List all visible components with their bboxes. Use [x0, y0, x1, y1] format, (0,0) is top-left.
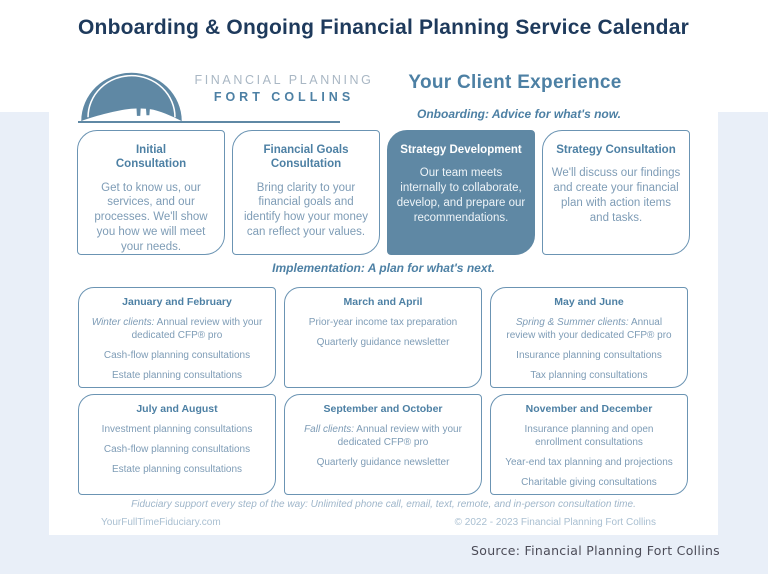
source-caption: Source: Financial Planning Fort Collins	[471, 543, 720, 558]
step-title: Strategy Development	[400, 144, 522, 156]
infographic-card: Onboarding & Ongoing Financial Planning …	[49, 0, 718, 535]
month-item: Charitable giving consultations	[521, 477, 657, 488]
month-title: January and February	[122, 296, 232, 308]
brand-name-line2: FORT COLLINS	[213, 90, 355, 104]
month-title: November and December	[525, 403, 653, 415]
step-title: Financial Goals Consultation	[263, 144, 349, 171]
month-item: Investment planning consultations	[101, 424, 253, 435]
brand-underline	[78, 121, 340, 123]
month-item: Winter clients: Annual review with your …	[91, 317, 263, 341]
step-body: Get to know us, our services, and our pr…	[94, 181, 208, 253]
step-title: Strategy Consultation	[556, 144, 676, 156]
onboarding-caption: Onboarding: Advice for what's now.	[417, 107, 621, 121]
step-body: Our team meets internally to collaborate…	[396, 167, 526, 224]
month-item: Cash-flow planning consultations	[103, 350, 251, 361]
month-box-september-october: September and October Fall clients: Annu…	[284, 394, 482, 495]
step-box-financial-goals-consultation: Financial Goals Consultation Bring clari…	[232, 130, 380, 255]
month-item: Quarterly guidance newsletter	[316, 337, 450, 348]
website-link[interactable]: YourFullTimeFiduciary.com	[101, 517, 221, 528]
month-item: Year-end tax planning and projections	[505, 457, 673, 468]
client-experience-heading: Your Client Experience	[408, 72, 622, 93]
implementation-caption: Implementation: A plan for what's next.	[272, 261, 495, 275]
brand-name-line1: FINANCIAL PLANNING	[194, 73, 374, 87]
brand-wordmark: FINANCIAL PLANNING FORT COLLINS	[178, 73, 390, 104]
step-body: Bring clarity to your financial goals an…	[243, 181, 368, 238]
month-box-january-february: January and February Winter clients: Ann…	[78, 287, 276, 388]
month-item: Fall clients: Annual review with your de…	[304, 424, 462, 448]
month-item: Spring & Summer clients: Annual review w…	[506, 317, 672, 341]
month-title: May and June	[554, 296, 624, 308]
month-item: Insurance planning and open enrollment c…	[524, 424, 654, 448]
page-title: Onboarding & Ongoing Financial Planning …	[78, 16, 689, 39]
step-body: We'll discuss our findings and create yo…	[551, 167, 681, 224]
month-box-march-april: March and April Prior-year income tax pr…	[284, 287, 482, 388]
months-grid: January and February Winter clients: Ann…	[74, 287, 692, 495]
month-box-may-june: May and June Spring & Summer clients: An…	[490, 287, 688, 388]
month-title: September and October	[323, 403, 443, 415]
step-box-strategy-development: Strategy Development Our team meets inte…	[387, 130, 535, 255]
copyright-text: © 2022 - 2023 Financial Planning Fort Co…	[454, 517, 656, 528]
month-title: July and August	[136, 403, 218, 415]
step-title: Initial Consultation	[115, 144, 187, 171]
month-item: Tax planning consultations	[530, 370, 648, 381]
step-box-initial-consultation: Initial Consultation Get to know us, our…	[77, 130, 225, 255]
onboarding-steps-row: Initial Consultation Get to know us, our…	[49, 130, 718, 255]
month-item: Prior-year income tax preparation	[308, 317, 458, 328]
month-item: Insurance planning consultations	[516, 350, 662, 361]
fiduciary-note: Fiduciary support every step of the way:…	[131, 499, 636, 510]
month-item: Quarterly guidance newsletter	[316, 457, 450, 468]
month-title: March and April	[343, 296, 423, 308]
month-item: Cash-flow planning consultations	[103, 444, 251, 455]
horsetooth-dome-icon	[81, 72, 182, 122]
month-item: Estate planning consultations	[111, 370, 243, 381]
step-box-strategy-consultation: Strategy Consultation We'll discuss our …	[542, 130, 690, 255]
month-box-november-december: November and December Insurance planning…	[490, 394, 688, 495]
month-box-july-august: July and August Investment planning cons…	[78, 394, 276, 495]
brand-logo: FINANCIAL PLANNING FORT COLLINS	[78, 64, 393, 126]
month-item: Estate planning consultations	[111, 464, 243, 475]
